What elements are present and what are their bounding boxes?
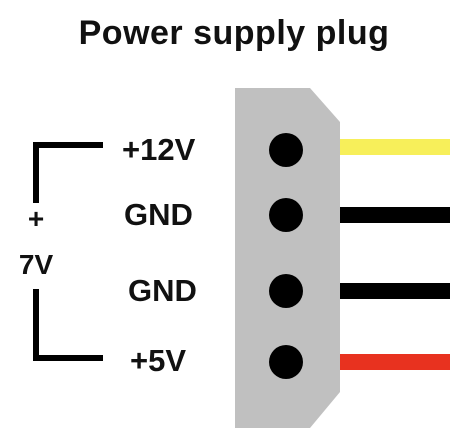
pin-label-5v: +5V: [130, 343, 187, 378]
bracket-bottom: [33, 289, 103, 361]
bracket-voltage-label: 7V: [18, 249, 54, 280]
pin-label-12v: +12V: [122, 132, 196, 167]
bracket-top: [33, 142, 103, 203]
bracket-plus-sign: +: [27, 203, 45, 234]
pin-hole-gnd-1: [269, 198, 303, 232]
pin-label-gnd-2: GND: [128, 273, 197, 308]
connector-body: [235, 88, 340, 428]
pin-hole-12v: [269, 133, 303, 167]
wire-5v: [340, 354, 450, 370]
pin-hole-5v: [269, 345, 303, 379]
diagram-title: Power supply plug: [78, 14, 390, 52]
wire-gnd-1: [340, 207, 450, 223]
pin-label-gnd-1: GND: [124, 197, 193, 232]
wire-gnd-2: [340, 283, 450, 299]
wire-12v: [340, 139, 450, 155]
pin-hole-gnd-2: [269, 274, 303, 308]
